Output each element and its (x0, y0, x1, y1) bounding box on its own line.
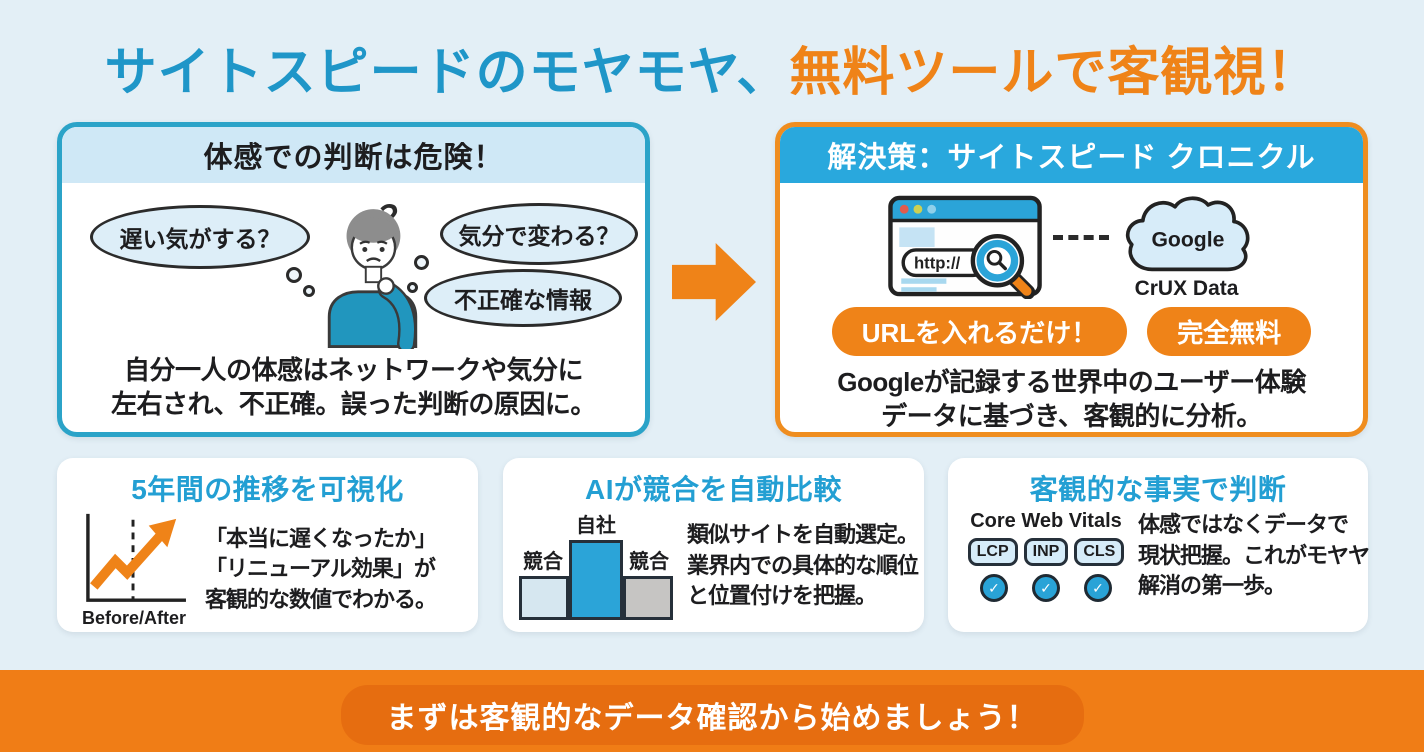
check-icon: ✓ (980, 574, 1008, 602)
footer-band: まずは客観的なデータ確認から始めましょう！ (0, 670, 1424, 752)
arrow-right-icon (672, 243, 756, 321)
footer-callout: まずは客観的なデータ確認から始めましょう！ (340, 685, 1084, 745)
connector-dashed-line (1052, 234, 1109, 240)
feature-card-trend: 5年間の推移を可視化 Before/After 「本当に遅くなったか」 「リニュ… (57, 458, 478, 632)
lcp-pill: LCP (967, 538, 1018, 566)
problem-panel-header: 体感での判断は危険！ (62, 127, 645, 183)
thought-dot-icon (286, 267, 302, 283)
thought-dot-icon (414, 255, 429, 270)
cloud-icon: Google (1125, 196, 1249, 272)
competitor-right-bar (623, 576, 673, 620)
feature-card-facts-title: 客観的な事実で判断 (1029, 474, 1287, 505)
own-site-label: 自社 (576, 515, 616, 537)
solution-panel: 解決策：サイトスピード クロニクル http:// (775, 122, 1368, 437)
core-web-vitals-icon: Core Web Vitals LCP INP CLS ✓ ✓ ✓ (962, 510, 1130, 602)
own-site-bar (569, 540, 623, 620)
facts-line-3: 解消の第一歩。 (1138, 573, 1286, 599)
compare-line-3: と位置付けを把握。 (687, 583, 877, 609)
crux-cloud: Google CrUX Data (1117, 193, 1257, 301)
solution-panel-header: 解決策：サイトスピード クロニクル (780, 127, 1363, 183)
trend-line-1: 「本当に遅くなったか」 (205, 525, 437, 551)
solution-badges: URLを入れるだけ！ 完全無料 (780, 307, 1363, 356)
page-title: サイトスピードのモヤモヤ、無料ツールで客観視！ (0, 30, 1424, 105)
browser-search-icon: http:// (887, 195, 1042, 299)
feature-card-facts-text: 体感ではなくデータで 現状把握。これがモヤヤ 解消の第一歩。 (1138, 510, 1370, 601)
solution-line-1: Googleが記録する世界中のユーザー体験 (837, 367, 1306, 397)
compare-line-2: 業界内での具体的な順位 (687, 552, 919, 578)
trend-chart-icon: Before/After (71, 510, 197, 629)
cls-pill: CLS (1074, 538, 1125, 566)
trend-line-2: 「リニューアル効果」が (205, 556, 436, 582)
competitor-right-label: 競合 (629, 551, 669, 573)
facts-line-2: 現状把握。これがモヤヤ (1138, 542, 1370, 568)
solution-panel-body: http:// Google CrUX Data (780, 193, 1363, 432)
feature-card-trend-text: 「本当に遅くなったか」 「リニューアル効果」が 客観的な数値でわかる。 (205, 524, 437, 615)
inp-pill: INP (1023, 538, 1069, 566)
thinking-person-illustration (327, 209, 418, 349)
solution-line-2: データに基づき、客観的に分析。 (881, 400, 1262, 431)
check-icon: ✓ (1084, 574, 1112, 602)
url-only-badge: URLを入れるだけ！ (831, 307, 1128, 356)
solution-description: Googleが記録する世界中のユーザー体験 データに基づき、客観的に分析。 (780, 366, 1363, 432)
crux-data-label: CrUX Data (1134, 277, 1239, 300)
solution-illustration: http:// Google CrUX Data (780, 193, 1363, 301)
feature-card-compare-title: AIが競合を自動比較 (584, 474, 842, 505)
problem-line-2: 左右され、不正確。誤った判断の原因に。 (111, 389, 596, 420)
thought-dot-icon (303, 285, 315, 297)
before-after-label: Before/After (81, 608, 187, 628)
cwv-pill-row: LCP INP CLS (967, 538, 1125, 566)
thought-bubble-inaccurate: 不正確な情報 (424, 269, 622, 327)
title-part-blue: サイトスピードのモヤモヤ、 (104, 44, 790, 102)
feature-card-facts-content: Core Web Vitals LCP INP CLS ✓ ✓ ✓ 体感ではなく… (948, 508, 1370, 602)
competitor-left-bar (519, 576, 569, 620)
feature-card-trend-content: Before/After 「本当に遅くなったか」 「リニューアル効果」が 客観的… (57, 508, 478, 629)
problem-line-1: 自分一人の体感はネットワークや気分に (123, 355, 584, 385)
free-badge: 完全無料 (1147, 307, 1312, 356)
google-label: Google (1151, 228, 1224, 251)
trend-line-3: 客観的な数値でわかる。 (205, 586, 437, 612)
problem-description: 自分一人の体感はネットワークや気分に 左右され、不正確。誤った判断の原因に。 (62, 353, 645, 422)
compare-line-1: 類似サイトを自動選定。 (687, 522, 919, 548)
thought-bubble-slow: 遅い気がする？ (90, 205, 310, 269)
trend-line-chart-icon (86, 513, 186, 602)
feature-card-compare: AIが競合を自動比較 自社 競合 競合 類似サイトを自動選定。 業界内での具体的… (503, 458, 924, 632)
feature-card-facts: 客観的な事実で判断 Core Web Vitals LCP INP CLS ✓ … (948, 458, 1370, 632)
feature-card-compare-text: 類似サイトを自動選定。 業界内での具体的な順位 と位置付けを把握。 (687, 520, 919, 611)
thought-dot-icon (407, 282, 418, 293)
problem-panel-body: 遅い気がする？ 気分で変わる？ 不正確な情報 ？ (62, 183, 645, 432)
competitor-left-label: 競合 (523, 551, 563, 573)
title-part-orange: 無料ツールで客観視！ (789, 44, 1320, 102)
feature-card-compare-content: 自社 競合 競合 類似サイトを自動選定。 業界内での具体的な順位 と位置付けを把… (503, 508, 924, 622)
thought-bubble-mood: 気分で変わる？ (440, 203, 638, 265)
url-label: http:// (914, 254, 961, 273)
podium-chart-icon: 自社 競合 競合 (517, 510, 679, 622)
cwv-check-row: ✓ ✓ ✓ (980, 574, 1112, 602)
core-web-vitals-label: Core Web Vitals (970, 510, 1122, 532)
feature-card-trend-title: 5年間の推移を可視化 (131, 474, 404, 505)
problem-panel: 体感での判断は危険！ 遅い気がする？ 気分で変わる？ 不正確な情報 ？ (57, 122, 650, 437)
facts-line-1: 体感ではなくデータで (1138, 512, 1349, 538)
check-icon: ✓ (1032, 574, 1060, 602)
